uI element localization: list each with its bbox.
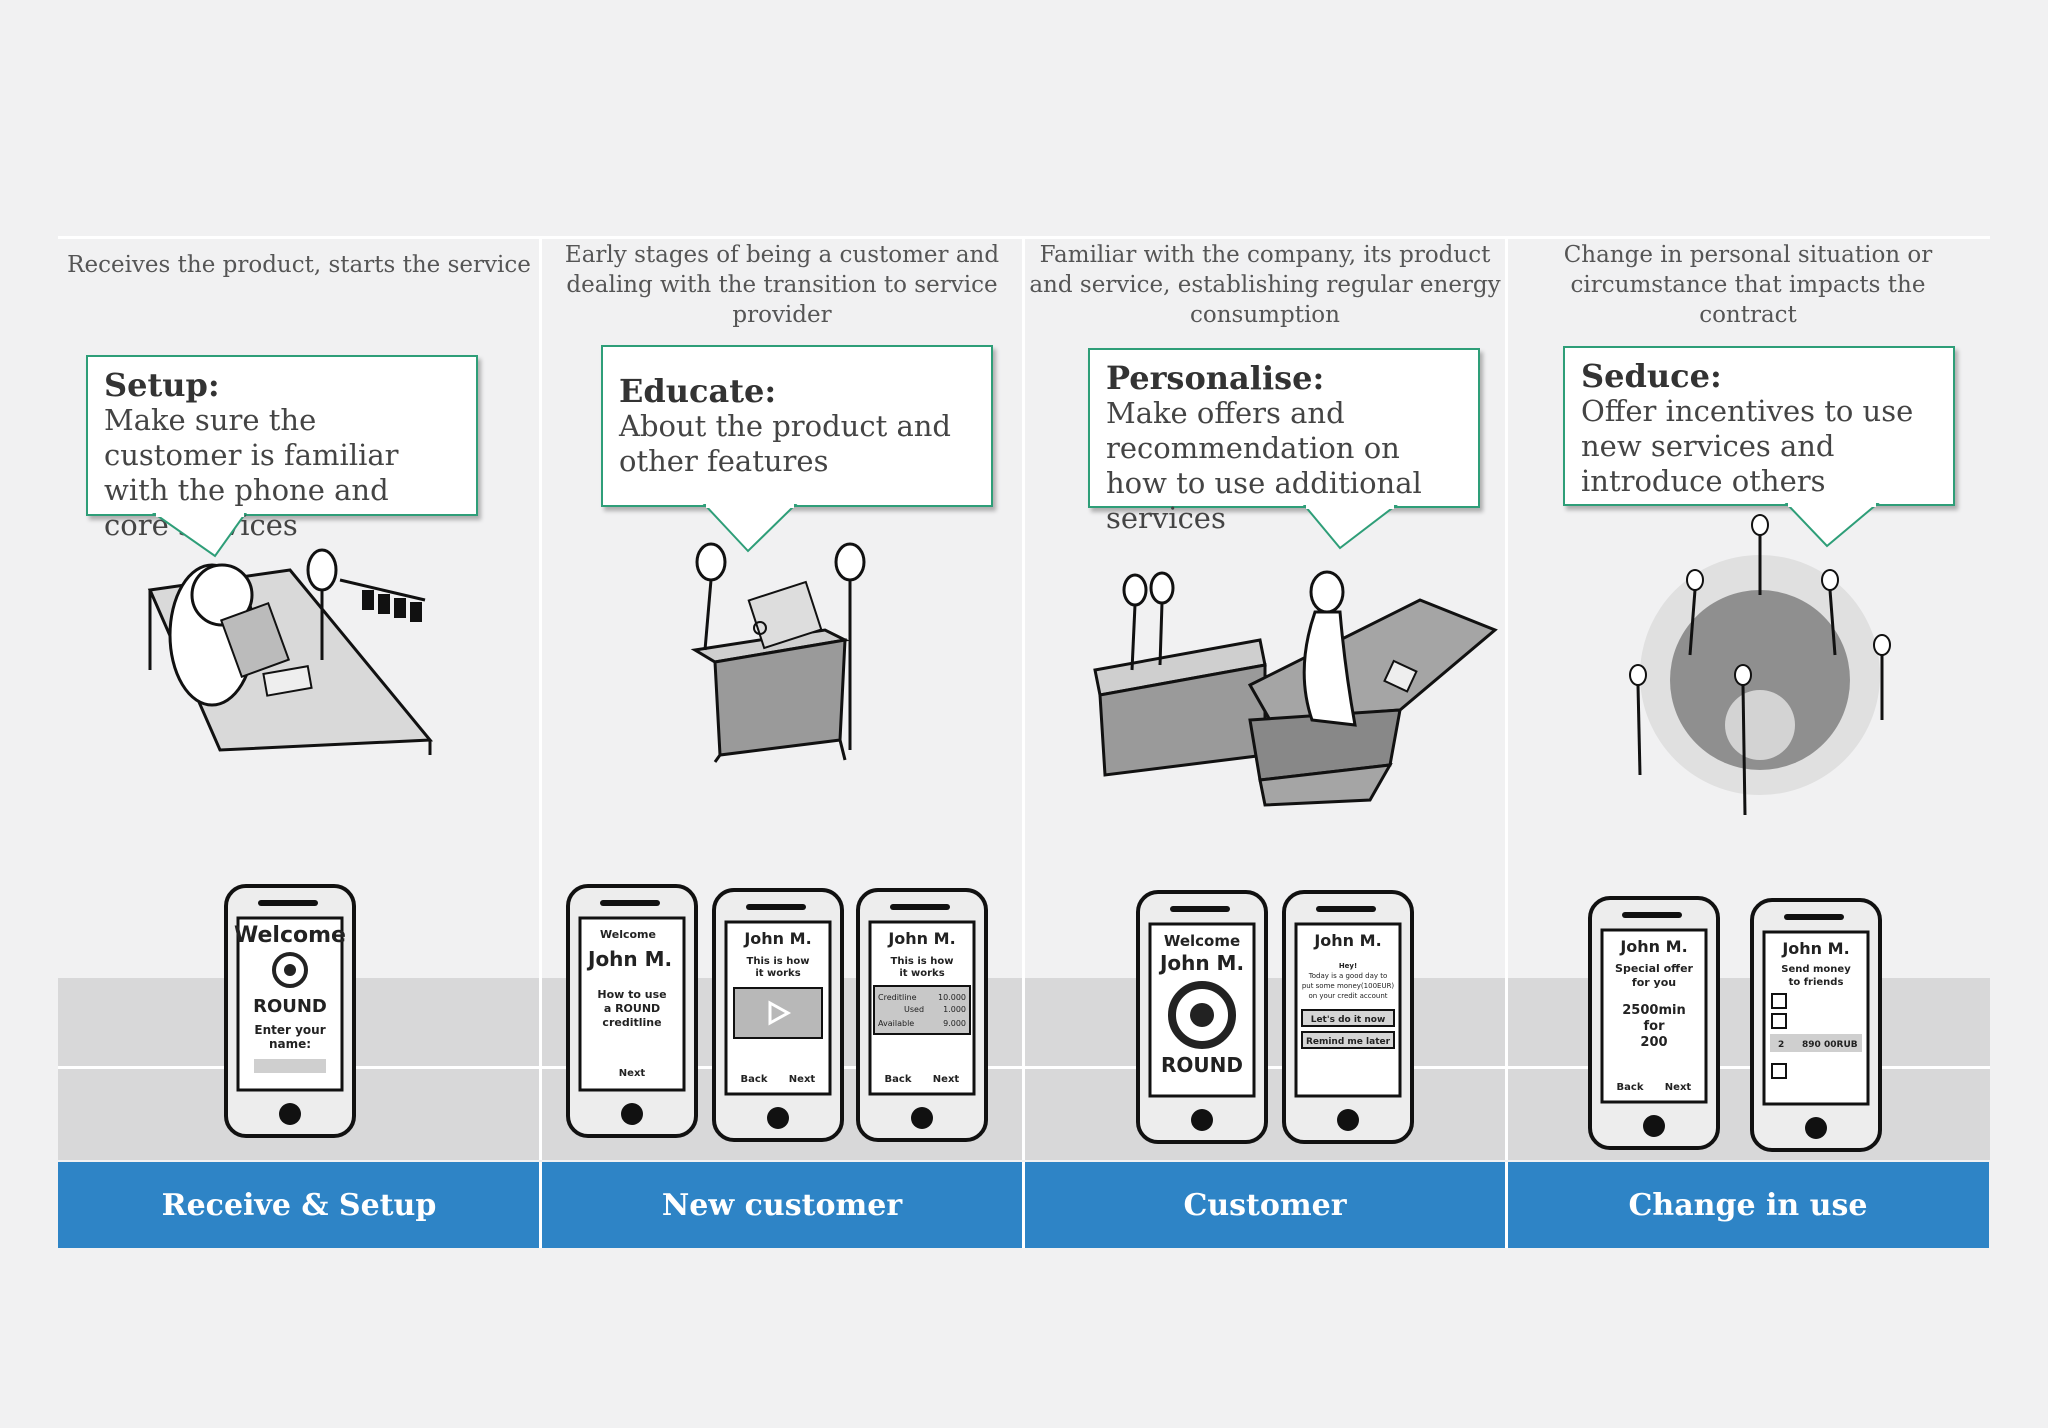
phone-text: John M. bbox=[887, 929, 955, 948]
phone-text: put some money(100EUR) bbox=[1302, 982, 1395, 990]
phone-text: it works bbox=[899, 968, 944, 979]
phone-text: Today is a good day to bbox=[1308, 972, 1388, 980]
stage-footer-receive-setup: Receive & Setup bbox=[58, 1162, 540, 1248]
phone-text: 9.000 bbox=[943, 1019, 966, 1028]
phone-text: Hey! bbox=[1339, 962, 1357, 970]
educate-illustration bbox=[690, 542, 866, 763]
callout-seduce: Seduce: Offer incentives to use new serv… bbox=[1563, 346, 1955, 506]
phone-text: Next bbox=[619, 1068, 646, 1079]
phone-text: John M. bbox=[1619, 937, 1687, 956]
phone-mockup: John M. Send money to friends 2 890 00RU… bbox=[1750, 898, 1882, 1152]
phone-text: Back bbox=[741, 1074, 768, 1085]
phone-text: This is how bbox=[891, 956, 954, 967]
phone-mockup: Welcome John M. How to use a ROUND credi… bbox=[566, 884, 698, 1138]
phone-text: 890 bbox=[1802, 1040, 1821, 1050]
stage-2-description: Early stages of being a customer and dea… bbox=[564, 242, 1000, 328]
phone-text: 2500min bbox=[1622, 1003, 1685, 1018]
phone-text: 1.000 bbox=[943, 1005, 966, 1014]
stage-footer-customer: Customer bbox=[1024, 1162, 1506, 1248]
phone-mockup: Welcome John M. ROUND bbox=[1136, 890, 1268, 1144]
phone-text: Next bbox=[789, 1074, 816, 1085]
phone-mockup: John M. This is how it works Creditline … bbox=[856, 888, 988, 1142]
phone-text: a ROUND bbox=[604, 1002, 660, 1015]
callout-title: Seduce: bbox=[1581, 357, 1722, 395]
seduce-illustration bbox=[1629, 514, 1891, 816]
stage-4-description: Change in personal situation or circumst… bbox=[1563, 242, 1933, 328]
setup-illustration bbox=[147, 548, 434, 755]
phone-mockup: Welcome ROUND Enter your name: bbox=[224, 884, 356, 1138]
phone-text: ROUND bbox=[1161, 1053, 1243, 1077]
phone-text: Back bbox=[885, 1074, 912, 1085]
phone-text: 10.000 bbox=[938, 993, 966, 1002]
phone-text: This is how bbox=[747, 956, 810, 967]
phone-text: Remind me later bbox=[1306, 1037, 1391, 1047]
callout-tail bbox=[1784, 503, 1880, 548]
phone-text: on your credit account bbox=[1308, 992, 1387, 1000]
callout-personalise: Personalise: Make offers and recommendat… bbox=[1088, 348, 1480, 535]
phone-text: John M. bbox=[1158, 951, 1244, 975]
top-rule bbox=[58, 236, 1990, 239]
stage-3-description: Familiar with the company, its product a… bbox=[1029, 242, 1501, 328]
footer-divider bbox=[539, 1162, 542, 1248]
phone-text: Next bbox=[1665, 1082, 1692, 1093]
phone-text: for you bbox=[1632, 976, 1676, 989]
personalise-illustration bbox=[1093, 570, 1498, 807]
column-divider bbox=[1022, 238, 1025, 1160]
callout-body: About the product and other features bbox=[619, 409, 951, 478]
callout-educate: Educate: About the product and other fea… bbox=[601, 345, 993, 507]
callout-title: Educate: bbox=[619, 372, 777, 410]
footer-divider bbox=[1505, 1162, 1508, 1248]
phone-text: 2 bbox=[1778, 1040, 1784, 1050]
phone-text: Next bbox=[933, 1074, 960, 1085]
callout-tail bbox=[151, 513, 247, 558]
phone-text: ROUND bbox=[253, 996, 327, 1017]
phone-text: Special offer bbox=[1615, 962, 1693, 975]
phone-text: Available bbox=[878, 1019, 914, 1028]
phone-text: name: bbox=[269, 1037, 311, 1051]
column-divider bbox=[539, 238, 542, 1160]
phone-text: Send money bbox=[1781, 964, 1851, 975]
phone-text: to friends bbox=[1789, 977, 1844, 988]
callout-tail bbox=[1302, 505, 1398, 550]
phone-text: Let's do it now bbox=[1311, 1015, 1386, 1025]
phone-mockup: John M. Hey! Today is a good day to put … bbox=[1282, 890, 1414, 1144]
phone-text: Back bbox=[1617, 1082, 1644, 1093]
callout-title: Personalise: bbox=[1106, 359, 1325, 397]
phone-text: 200 bbox=[1640, 1035, 1667, 1050]
phone-mockup: John M. This is how it works Back Next bbox=[712, 888, 844, 1142]
footer-divider bbox=[1022, 1162, 1025, 1248]
stage-footer-new-customer: New customer bbox=[541, 1162, 1023, 1248]
callout-setup: Setup: Make sure the customer is familia… bbox=[86, 355, 478, 542]
phone-text: Enter your bbox=[254, 1023, 325, 1037]
phone-text: John M. bbox=[1313, 931, 1381, 950]
phone-text: Welcome bbox=[234, 923, 346, 948]
phone-text: How to use bbox=[597, 988, 666, 1001]
callout-body: Offer incentives to use new services and… bbox=[1581, 394, 1914, 498]
phone-text: Used bbox=[904, 1005, 924, 1014]
phone-text: creditline bbox=[602, 1016, 661, 1029]
phone-text: Welcome bbox=[600, 928, 656, 941]
phone-mockup: John M. Special offer for you 2500min fo… bbox=[1588, 896, 1720, 1150]
phone-text: for bbox=[1644, 1019, 1666, 1034]
stage-1-description: Receives the product, starts the service bbox=[67, 252, 531, 278]
phone-text: it works bbox=[755, 968, 800, 979]
callout-body: Make offers and recommendation on how to… bbox=[1106, 396, 1422, 535]
phone-text: 00RUB bbox=[1824, 1040, 1858, 1050]
phone-text: John M. bbox=[1781, 939, 1849, 958]
callout-title: Setup: bbox=[104, 366, 220, 404]
phone-text: John M. bbox=[586, 947, 672, 971]
column-divider bbox=[1505, 238, 1508, 1160]
phone-text: Creditline bbox=[878, 993, 917, 1002]
phone-text: Welcome bbox=[1164, 932, 1240, 950]
phone-text: John M. bbox=[743, 929, 811, 948]
callout-tail bbox=[702, 504, 798, 553]
stage-footer-change-in-use: Change in use bbox=[1507, 1162, 1989, 1248]
